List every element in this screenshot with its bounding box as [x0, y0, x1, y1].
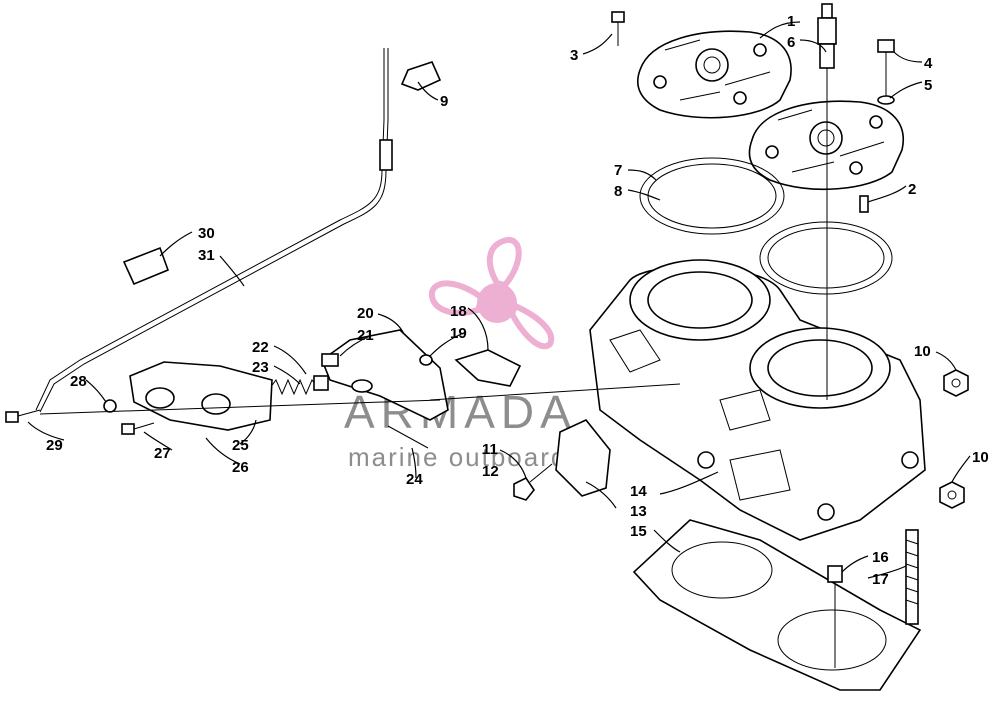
callout-16: 16 [872, 549, 889, 566]
fitting-28-29 [5, 399, 117, 423]
head-bolt-4 [877, 39, 895, 96]
callout-9: 9 [440, 93, 448, 110]
exploded-axis-line [429, 383, 681, 401]
exploded-axis-line-left [39, 399, 441, 415]
callout-15: 15 [630, 523, 647, 540]
cylinder-head-right [748, 100, 904, 191]
spark-plug-6 [817, 3, 837, 96]
screw-11-12 [513, 463, 553, 501]
callout-14: 14 [630, 483, 647, 500]
callout-2: 2 [908, 181, 916, 198]
nut-10-lower [939, 481, 965, 509]
clip-9 [400, 61, 442, 91]
callout-12: 12 [482, 463, 499, 480]
o-ring-left-7-8 [639, 157, 785, 235]
nut-10-upper [943, 369, 969, 397]
callout-28: 28 [70, 373, 87, 390]
callout-21: 21 [357, 327, 374, 344]
o-ring-19 [419, 354, 433, 366]
adapter-25-26 [129, 361, 273, 431]
stud-16 [827, 565, 843, 668]
callout-23: 23 [252, 359, 269, 376]
callout-7: 7 [614, 162, 622, 179]
callout-11: 11 [482, 441, 498, 458]
callout-leaders [27, 21, 971, 579]
callout-18: 18 [450, 303, 467, 320]
callout-24: 24 [406, 471, 423, 488]
o-ring-right [759, 221, 893, 295]
callout-30: 30 [198, 225, 215, 242]
cable-31 [35, 48, 393, 413]
callout-19: 19 [450, 325, 467, 342]
cylinder-block-14 [589, 259, 926, 541]
watermark-tagline: marine outboards [348, 442, 582, 472]
callout-25: 25 [232, 437, 249, 454]
throttle-body-20-21 [321, 329, 449, 421]
dowel-pin-2 [859, 195, 869, 213]
callout-8: 8 [614, 183, 622, 200]
screw-24 [387, 425, 429, 449]
callout-22: 22 [252, 339, 269, 356]
plunger-18 [454, 349, 522, 387]
bolt-27 [121, 422, 155, 435]
callout-10-upper: 10 [914, 343, 931, 360]
callout-5: 5 [924, 77, 932, 94]
callout-20: 20 [357, 305, 374, 322]
callout-13: 13 [630, 503, 647, 520]
watermark-propeller-logo [428, 236, 555, 350]
callout-31: 31 [198, 247, 215, 264]
base-gasket-15 [632, 519, 922, 691]
callout-10-lower: 10 [972, 449, 989, 466]
stud-17 [905, 529, 919, 625]
callout-3: 3 [570, 47, 578, 64]
spring-22-23 [269, 375, 329, 396]
callout-1: 1 [787, 13, 795, 30]
clip-30 [122, 246, 170, 286]
callout-29: 29 [46, 437, 63, 454]
callout-17: 17 [872, 571, 889, 588]
cylinder-head-left [636, 30, 792, 119]
callout-27: 27 [154, 445, 171, 462]
callout-26: 26 [232, 459, 249, 476]
callout-6: 6 [787, 34, 795, 51]
head-bolt-3 [611, 11, 625, 46]
callout-4: 4 [924, 55, 933, 72]
exhaust-gasket-13 [555, 419, 611, 497]
